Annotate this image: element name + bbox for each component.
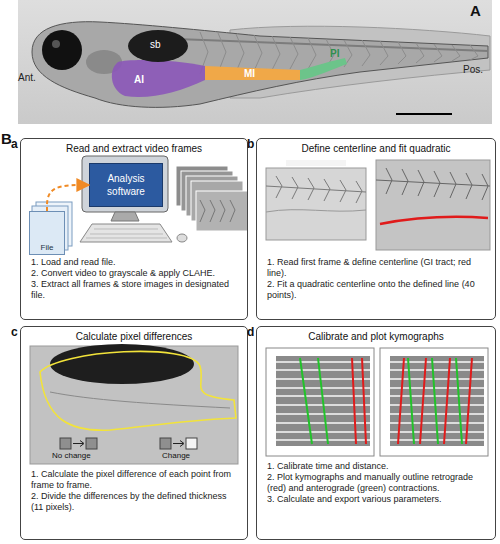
panel-letter: a	[11, 137, 18, 151]
step-box: dCalibrate and plot kymographs1. Calibra…	[256, 326, 496, 540]
arrow-symbol	[173, 441, 184, 447]
part-label: Pos.	[463, 64, 483, 75]
kymograph	[276, 356, 370, 446]
frame-header	[286, 160, 346, 166]
gut-texture	[50, 392, 230, 408]
frame-image	[376, 160, 490, 250]
gut-outline	[40, 351, 236, 430]
step-list: 1. Calibrate time and distance.2. Plot k…	[267, 461, 489, 505]
part-label: MI	[244, 68, 255, 79]
pixel-square	[186, 438, 197, 449]
step-box: bDefine centerline and fit quadratic1. R…	[256, 138, 496, 320]
step-box: aRead and extract video frames1. Load an…	[20, 138, 248, 320]
file-label: File	[30, 243, 64, 252]
step-list: 1. Calculate the pixel difference of eac…	[31, 469, 241, 513]
step-list: 1. Load and read file.2. Convert video t…	[31, 257, 241, 301]
part-label: PI	[330, 48, 339, 59]
pixel-square	[60, 438, 71, 449]
keyboard-keys	[86, 229, 167, 238]
frame-texture	[376, 168, 490, 200]
eye	[42, 30, 82, 70]
monitor-stand	[111, 212, 139, 221]
step-box: cCalculate pixel differences1. Calculate…	[20, 326, 248, 540]
anterior-intestine	[112, 60, 205, 97]
centerline	[380, 217, 488, 224]
panel-letter: d	[247, 325, 254, 339]
panel-letter: c	[11, 325, 18, 339]
step-text: 1. Calculate the pixel difference of eac…	[31, 469, 241, 491]
monitor-screen: Analysis software	[89, 163, 163, 207]
pixel-difference-illustration	[30, 344, 238, 464]
retrograde-trace	[398, 358, 472, 444]
anterograde-trace	[300, 358, 328, 444]
video-frame	[196, 191, 248, 231]
step-title: Read and extract video frames	[21, 143, 247, 154]
file-icon: File	[29, 211, 65, 255]
part-label: AI	[134, 74, 144, 85]
centerline-illustration	[266, 160, 490, 250]
plot-frame	[380, 348, 488, 456]
step-text: 1. Read first frame & define centerline …	[267, 257, 489, 279]
step-title: Calculate pixel differences	[21, 331, 247, 342]
frame-image	[266, 168, 366, 240]
plot-frame	[266, 348, 374, 456]
kymograph	[390, 356, 484, 446]
software-label: Analysis software	[92, 172, 160, 198]
frame-texture	[266, 176, 366, 203]
part-label: Change	[162, 451, 190, 460]
pixel-square	[160, 438, 171, 449]
step-text: 1. Calibrate time and distance.	[267, 461, 489, 472]
frame-texture	[200, 200, 235, 222]
step-text: 1. Load and read file.	[31, 257, 241, 268]
mouse	[177, 234, 187, 242]
part-label: sb	[150, 39, 161, 50]
mid-intestine	[205, 66, 300, 80]
monitor-frame	[82, 156, 168, 212]
image-background	[18, 0, 492, 124]
larva-image	[18, 0, 492, 124]
kymograph-illustration	[266, 348, 488, 456]
step-text: 2. Fit a quadratic centerline onto the d…	[267, 279, 489, 301]
part-label: No change	[52, 451, 91, 460]
scale-bar	[396, 113, 452, 115]
step-text: 3. Extract all frames & store images in …	[31, 279, 241, 301]
step-text: 2. Plot kymographs and manually outline …	[267, 472, 489, 494]
step-title: Define centerline and fit quadratic	[257, 143, 495, 154]
larva-body	[32, 22, 488, 108]
retrograde-trace	[352, 358, 366, 444]
panel-letter: b	[247, 137, 254, 151]
part-label: Ant.	[18, 72, 36, 83]
swim-bladder	[50, 344, 194, 384]
part-label: B	[1, 130, 12, 147]
eye-highlight	[52, 40, 60, 48]
step-text: 2. Convert video to grayscale & apply CL…	[31, 268, 241, 279]
swim-bladder	[128, 30, 188, 62]
posterior-intestine	[300, 58, 347, 80]
keyboard	[80, 224, 172, 242]
step-text: 3. Calculate and export various paramete…	[267, 494, 489, 505]
pixel-square	[86, 438, 97, 449]
step-title: Calibrate and plot kymographs	[257, 331, 495, 342]
step-list: 1. Read first frame & define centerline …	[267, 257, 489, 301]
gut-edge	[266, 210, 366, 212]
anterograde-trace	[408, 358, 462, 444]
arrow-symbol	[73, 441, 84, 447]
part-label: A	[470, 2, 481, 19]
flow-arrow	[47, 185, 89, 211]
step-text: 2. Divide the differences by the defined…	[31, 491, 241, 513]
